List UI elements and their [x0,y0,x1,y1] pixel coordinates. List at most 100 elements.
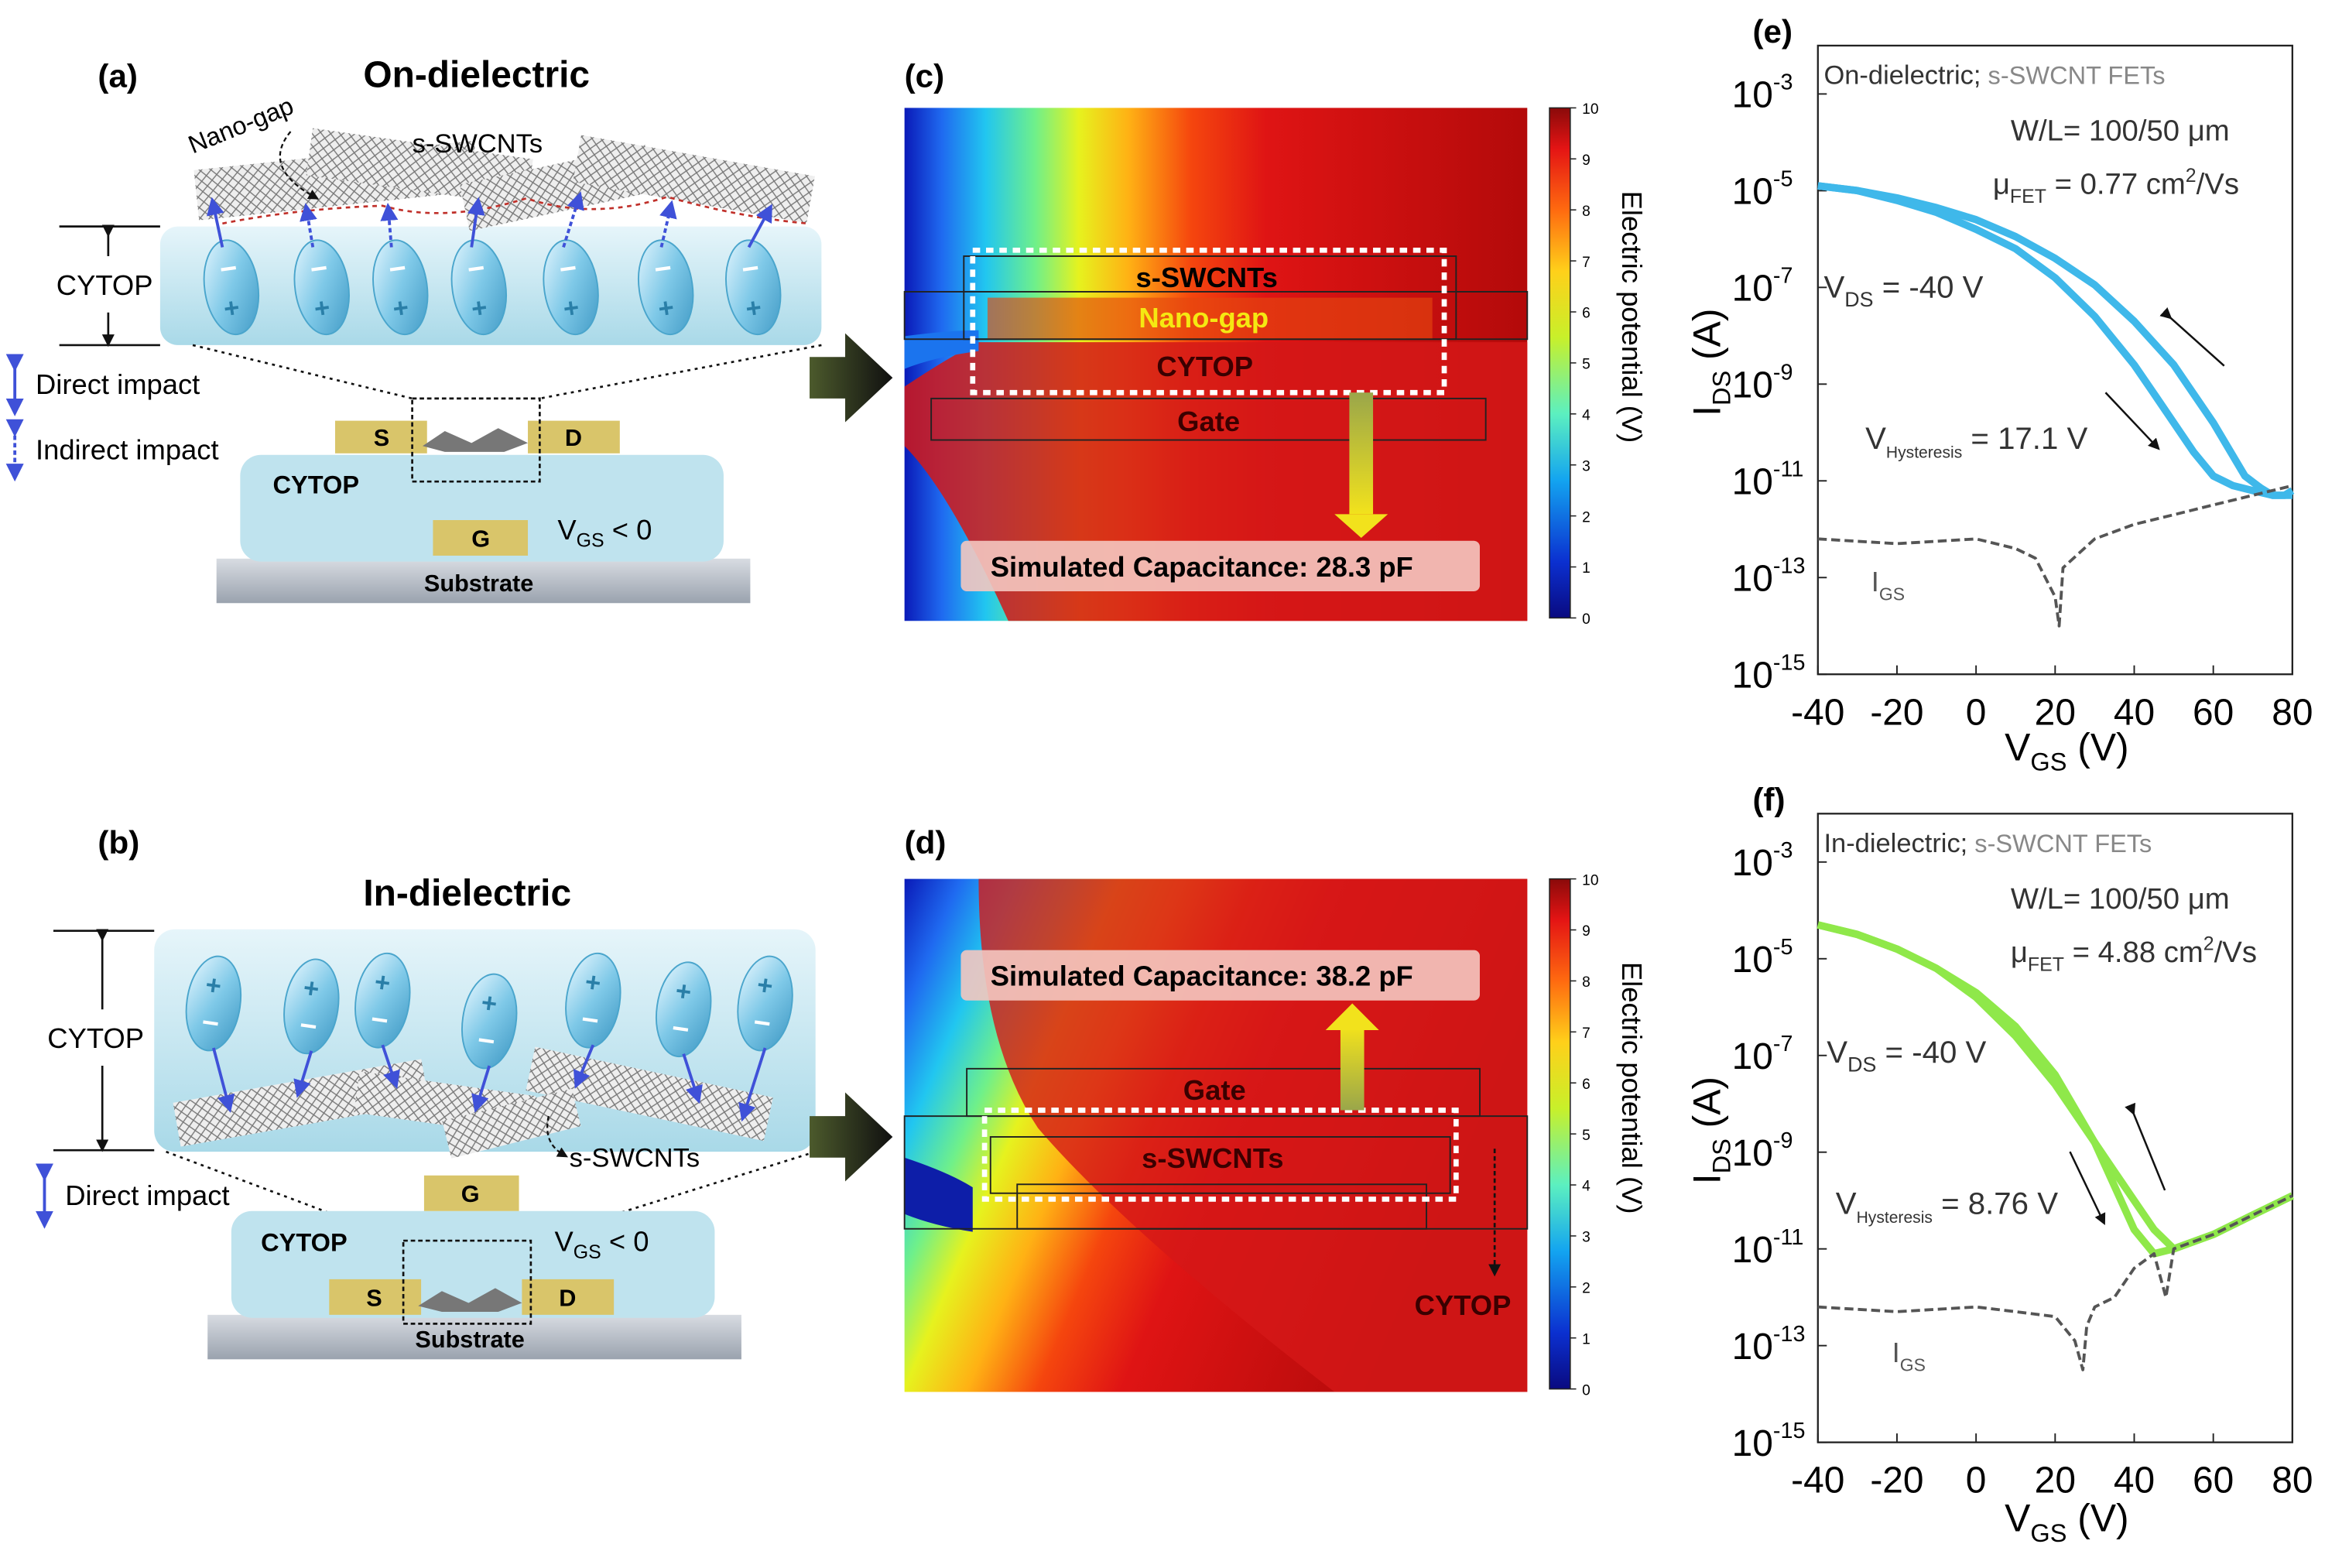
y-tick-label: 10-13 [1732,1322,1806,1368]
panel-c: (c) s-SWCNTs Nano-gap CYTOP Gate Simulat… [903,58,1648,628]
cytop-label-c: CYTOP [1156,351,1253,382]
legend-indirect-a: Indirect impact [36,433,219,465]
svg-text:+: + [656,293,676,324]
zoom-line-left-a [192,344,413,400]
lower-outline-d [1016,1183,1427,1230]
colorbar-tick-label: 2 [1582,509,1591,526]
drain-label-a: D [565,425,582,451]
chart-f-wl: W/L= 100/50 μm [2011,882,2230,916]
chart-f-sweep-down-arrow [2069,1151,2106,1225]
chart-e-letter: (e) [1752,13,1792,50]
y-tick-label: 10-9 [1732,1128,1793,1174]
colorbar-tick-label: 9 [1582,923,1591,940]
chart-f-vhys: VHysteresis = 8.76 V [1836,1186,2058,1227]
panel-a-letter: (a) [98,58,137,94]
colorbar-tick-label: 5 [1582,1128,1591,1144]
x-tick-label: 40 [2114,1460,2155,1501]
chart-e-ylabel: IDS (A) [1685,309,1735,416]
capacitance-label-d: Simulated Capacitance: 38.2 pF [991,960,1413,992]
y-tick-label: 10-11 [1732,1225,1804,1271]
colorbar-title-c: Electric potential (V) [1616,191,1648,443]
capacitance-label-c: Simulated Capacitance: 28.3 pF [991,551,1413,583]
dipoles-a: −+ −+ −+ −+ −+ −+ −+ [203,239,782,336]
gate-label-c: Gate [1177,406,1240,437]
panel-d: (d) Gate s-SWCNTs Simulated Capacitance:… [903,824,1648,1399]
substrate-b [207,1314,741,1360]
swcnt-label-a: s-SWCNTs [413,129,543,159]
colorbar-tick-label: 6 [1582,1077,1591,1093]
zoom-line-right-b [530,1150,817,1242]
x-tick-label: 80 [2272,1460,2313,1501]
chart-f-curves [1817,921,2294,1371]
colorbar-tick-label: 7 [1582,1025,1591,1042]
colorbar-c [1549,107,1571,619]
cytop-outline-c [903,290,1529,341]
substrate-label-a: Substrate [424,570,533,597]
cytop-side-label-b: CYTOP [47,1022,144,1054]
x-tick-label: 60 [2193,692,2234,733]
x-tick-label: 0 [1966,692,1987,733]
chart-e-igs: IGS [1871,566,1905,604]
drain-electrode-b [522,1279,615,1315]
gate-field-d [978,878,1528,1392]
x-tick-label: 0 [1966,1460,1987,1501]
colorbar-tick-label: 9 [1582,152,1591,169]
panel-b: (b) In-dielectric +− +− +− +− +− +− +− [35,824,817,1360]
x-tick-label: 40 [2114,692,2155,733]
y-tick-label: 10-3 [1732,838,1793,884]
zoom-box-b [402,1239,532,1325]
colorbar-tick-label: 5 [1582,357,1591,373]
svg-text:+: + [391,293,410,324]
panel-c-letter: (c) [905,58,944,94]
drain-electrode-a [528,420,620,454]
y-tick-label: 10-7 [1732,264,1793,310]
gate-label-b: G [461,1181,480,1207]
panel-a-title: On-dielectric [363,55,590,96]
colorbar-tick-label: 8 [1582,204,1591,220]
chart-e-xlabel: VGS (V) [2005,725,2128,775]
chart-f-ylabel: IDS (A) [1685,1077,1735,1184]
swcnt-channel-a [423,428,529,452]
nanogap-pointer-a [279,131,320,200]
legend-direct-a: Direct impact [36,368,200,400]
thickness-bracket-b [53,929,155,1152]
swcnt-label-c: s-SWCNTs [1136,262,1278,293]
svg-text:+: + [561,293,580,324]
y-tick-label: 10-9 [1732,361,1793,406]
source-electrode-b [329,1279,422,1315]
swcnt-bundle-a [193,128,815,231]
svg-text:+: + [744,293,763,324]
gate-label-d: Gate [1183,1074,1246,1106]
colorbar-tick-label: 1 [1582,560,1591,577]
chart-f-sweep-up-arrow [2125,1102,2166,1191]
swcnt-channel-b [418,1288,522,1313]
colorbar-title-d: Electric potential (V) [1616,962,1648,1214]
chart-e-mobility: μFET = 0.77 cm2/Vs [1993,165,2239,207]
transition-arrow-bottom [810,1092,893,1182]
source-label-a: S [374,425,389,451]
source-label-b: S [366,1285,382,1311]
field-arrow-shaft-c [1349,392,1374,515]
field-arrow-shaft-d [1340,1027,1365,1111]
y-tick-label: 10-5 [1732,935,1793,981]
x-tick-label: 20 [2035,692,2076,733]
chart-e-curves [1817,182,2295,628]
capacitance-badge-c [960,540,1480,591]
colorbar-d [1549,878,1571,1390]
vgs-label-a: VGS < 0 [557,514,652,552]
cytop-device-a [240,454,724,562]
gate-outline-c [930,397,1487,441]
swcnt-pointer-b [546,1115,568,1158]
x-tick-label: -40 [1791,692,1844,733]
gate-leakage-curve [1817,484,2293,628]
gate-electrode-b [423,1175,519,1211]
chart-e-title: On-dielectric; s-SWCNT FETs [1823,61,2165,91]
x-tick-label: -20 [1870,1460,1923,1501]
colorbar-tick-label: 4 [1582,1179,1591,1195]
drain-label-b: D [559,1285,576,1311]
svg-text:+: + [470,293,489,324]
dipoles-b: +− +− +− +− +− +− +− [185,952,793,1070]
impact-arrows-b [212,1044,767,1122]
